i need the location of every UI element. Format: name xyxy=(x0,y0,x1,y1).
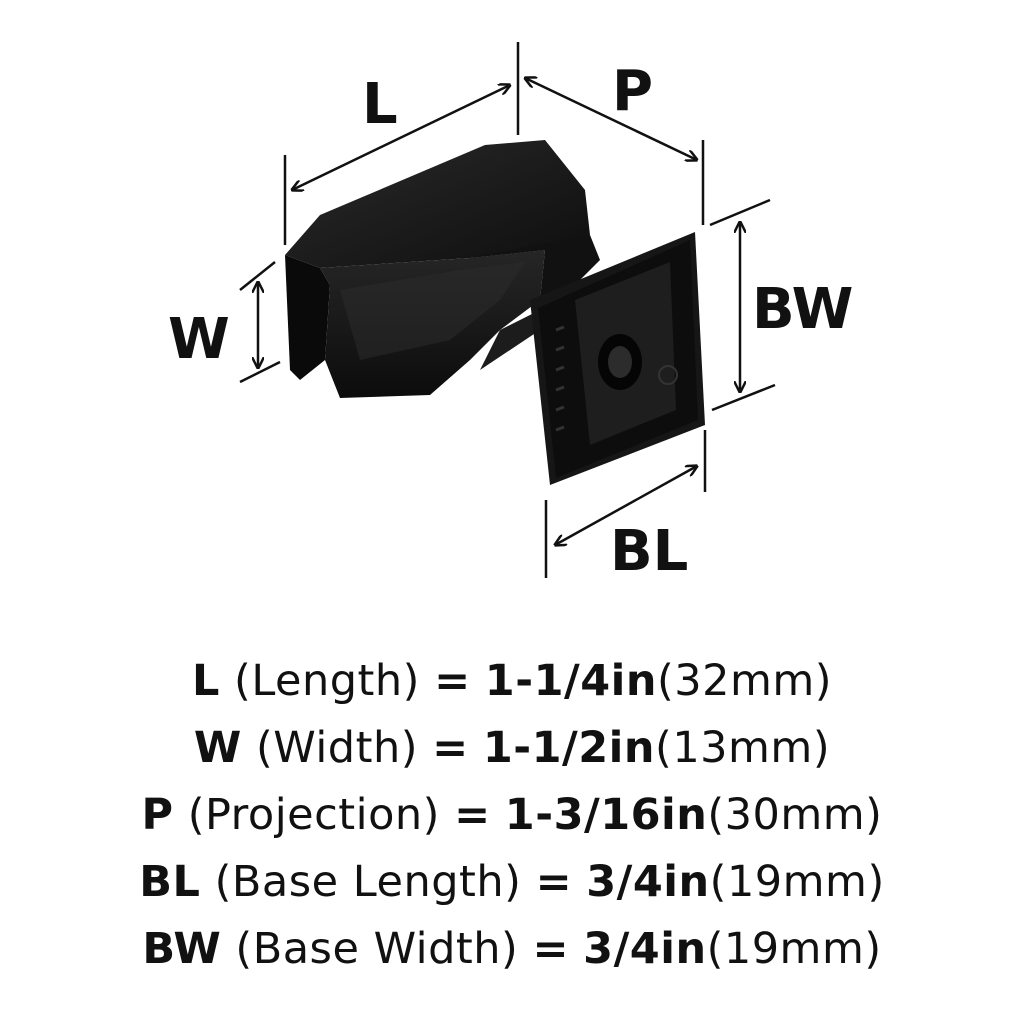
p-label: P xyxy=(612,59,653,124)
spec-metric-value: (19mm) xyxy=(706,924,882,974)
spec-imperial-value: 3/4in xyxy=(586,857,710,907)
spec-imperial-value: 3/4in xyxy=(583,924,707,974)
spec-row-base-width: BW (Base Width) = 3/4in(19mm) xyxy=(0,916,1024,983)
spec-description: (Width) xyxy=(256,723,418,773)
spec-equals: = xyxy=(434,656,471,706)
bw-label: BW xyxy=(752,277,853,342)
bl-dimension-arrow xyxy=(555,466,697,545)
spec-abbr: BW xyxy=(142,924,222,974)
dimension-spec-list: L (Length) = 1-1/4in(32mm) W (Width) = 1… xyxy=(0,648,1024,983)
dimension-lines xyxy=(239,42,776,578)
knob-dimension-diagram: L P W BW BL xyxy=(168,42,853,584)
spec-row-projection: P (Projection) = 1-3/16in(30mm) xyxy=(0,782,1024,849)
spec-metric-value: (30mm) xyxy=(707,790,883,840)
spec-metric-value: (19mm) xyxy=(709,857,885,907)
w-extension-bottom xyxy=(239,360,281,384)
spec-equals: = xyxy=(532,924,569,974)
spec-imperial-value: 1-3/16in xyxy=(504,790,708,840)
p-dimension-arrow xyxy=(525,78,697,160)
bl-label: BL xyxy=(610,519,688,584)
spec-imperial-value: 1-1/2in xyxy=(482,723,656,773)
spec-description: (Projection) xyxy=(187,790,440,840)
spec-description: (Base Width) xyxy=(235,924,519,974)
l-label: L xyxy=(362,72,398,137)
spec-abbr: BL xyxy=(139,857,201,907)
spec-metric-value: (13mm) xyxy=(655,723,831,773)
spec-equals: = xyxy=(432,723,469,773)
spec-equals: = xyxy=(535,857,573,907)
spec-description: (Length) xyxy=(234,656,420,706)
cabinet-knob-image xyxy=(285,140,705,485)
spec-imperial-value: 1-1/4in xyxy=(484,656,657,706)
spec-abbr: L xyxy=(191,656,220,706)
spec-row-length: L (Length) = 1-1/4in(32mm) xyxy=(0,648,1024,715)
spec-metric-value: (32mm) xyxy=(656,656,833,706)
w-extension-top xyxy=(239,261,276,291)
bw-extension-bottom xyxy=(711,383,776,412)
spec-equals: = xyxy=(454,790,491,840)
w-label: W xyxy=(168,307,230,372)
spec-abbr: W xyxy=(193,723,242,773)
spec-abbr: P xyxy=(141,790,174,840)
bw-extension-top xyxy=(709,198,771,227)
spec-description: (Base Length) xyxy=(214,857,522,907)
spec-row-width: W (Width) = 1-1/2in(13mm) xyxy=(0,715,1024,782)
l-dimension-arrow xyxy=(292,85,510,190)
spec-row-base-length: BL (Base Length) = 3/4in(19mm) xyxy=(0,849,1024,916)
